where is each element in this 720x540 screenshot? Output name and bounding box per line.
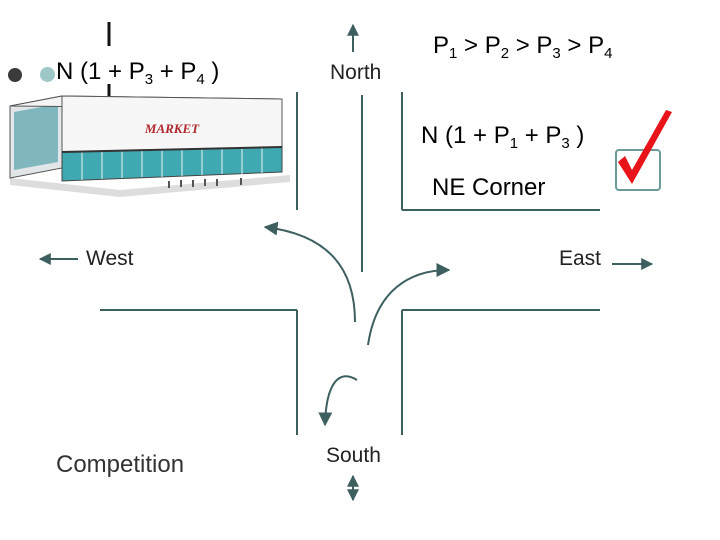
bullet-dot-light [40,67,55,82]
market-sign: MARKET [144,121,200,136]
direction-west: West [86,247,134,270]
formula-ne: N (1 + P1 + P3 ) [421,122,585,152]
formula-nw: N (1 + P3 + P4 ) [56,58,220,88]
direction-east: East [559,247,602,270]
competition-label: Competition [56,451,185,478]
right-turn-arrow-icon [367,263,451,346]
market-building-icon: MARKET [9,95,290,197]
u-turn-arrow-icon [318,375,358,427]
corner-label: NE Corner [432,174,546,201]
left-turn-arrow-icon [263,221,356,323]
direction-north: North [330,61,382,84]
check-mark-icon [615,110,672,191]
direction-south: South [326,444,381,467]
bullet-dot-dark [8,68,22,82]
probability-ranking: P1 > P2 > P3 > P4 [433,32,613,62]
